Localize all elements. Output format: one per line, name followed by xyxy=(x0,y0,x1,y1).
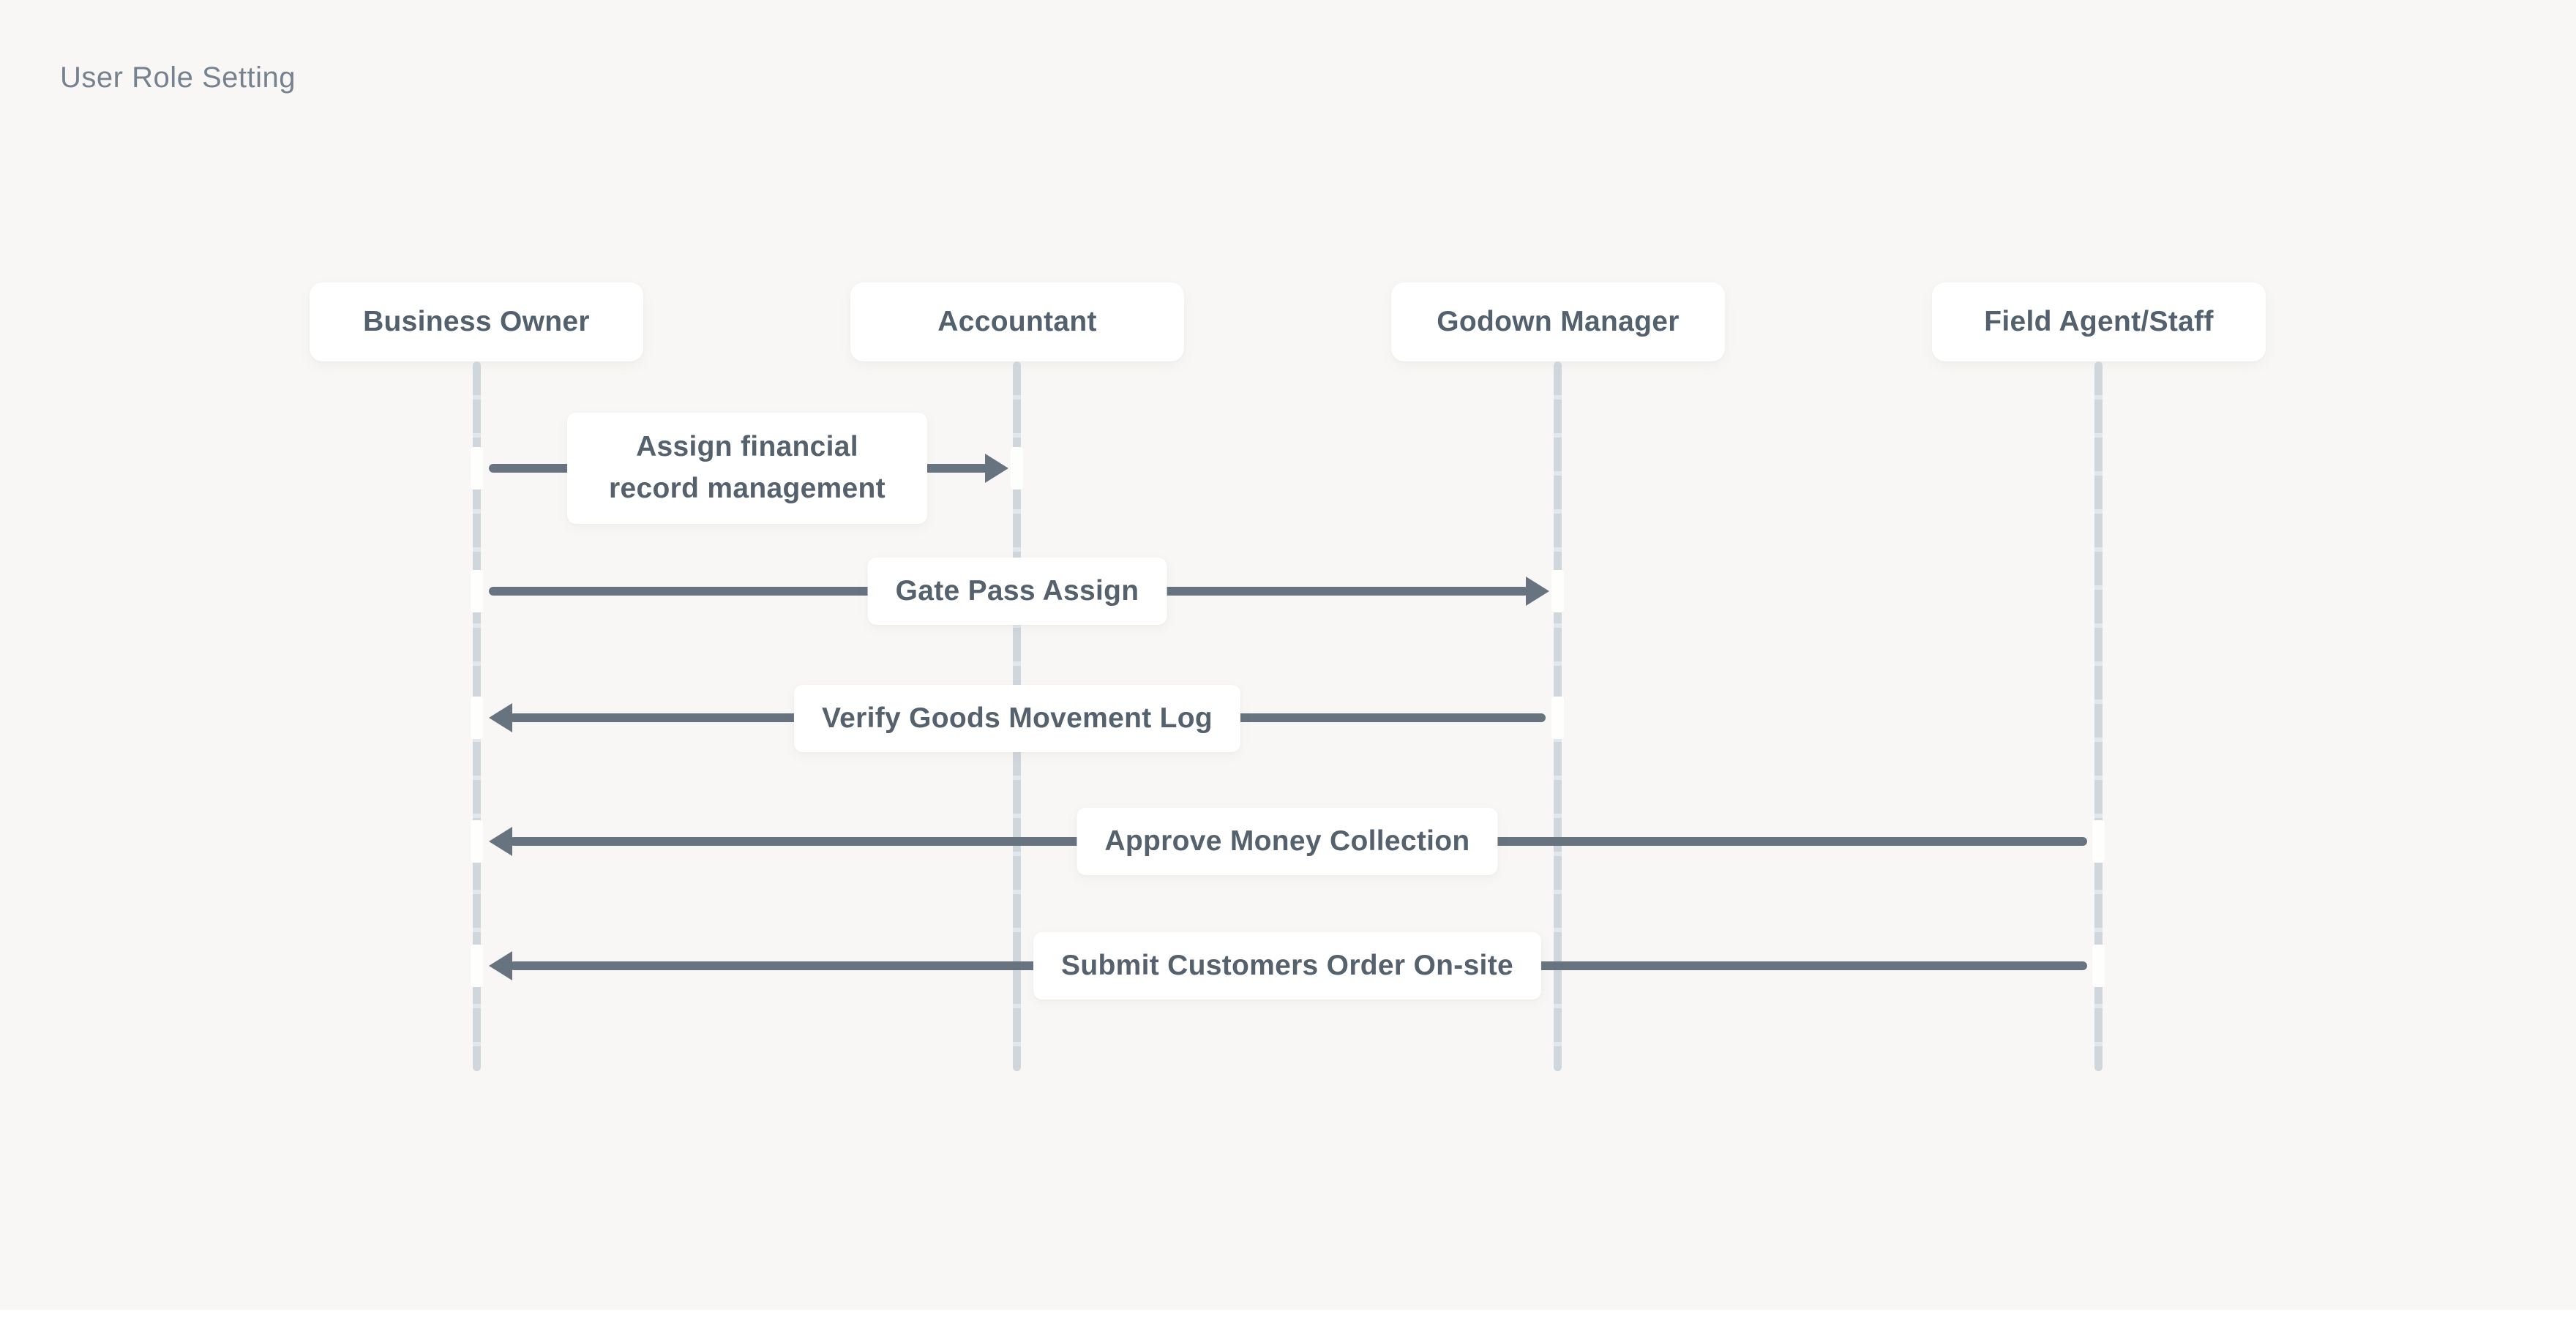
actor-field-agent-staff[interactable]: Field Agent/Staff xyxy=(1932,282,2266,361)
lifeline-gap xyxy=(471,697,483,739)
lifeline-gap xyxy=(471,820,483,863)
message-label[interactable]: Submit Customers Order On-site xyxy=(1033,932,1541,999)
arrowhead-right-icon xyxy=(1526,577,1549,606)
page-title: User Role Setting xyxy=(60,61,296,94)
message-label[interactable]: Verify Goods Movement Log xyxy=(793,685,1241,752)
lifeline-gap xyxy=(471,447,483,489)
lifeline-gap xyxy=(1551,697,1564,739)
message-label[interactable]: Gate Pass Assign xyxy=(867,558,1167,625)
message-label[interactable]: Assign financial record management xyxy=(567,413,927,524)
lifeline-field-agent-staff xyxy=(2094,361,2103,1071)
arrowhead-left-icon xyxy=(489,827,512,856)
arrowhead-right-icon xyxy=(985,454,1008,483)
actor-label: Field Agent/Staff xyxy=(1984,306,2214,337)
actor-label: Business Owner xyxy=(363,306,590,337)
arrowhead-left-icon xyxy=(489,951,512,980)
actor-business-owner[interactable]: Business Owner xyxy=(310,282,643,361)
actor-accountant[interactable]: Accountant xyxy=(850,282,1184,361)
lifeline-gap xyxy=(471,945,483,987)
lifeline-gap xyxy=(2092,945,2105,987)
window-bottom-edge xyxy=(0,1310,2576,1317)
message-label[interactable]: Approve Money Collection xyxy=(1077,808,1498,875)
actor-label: Godown Manager xyxy=(1437,306,1680,337)
lifeline-gap xyxy=(471,570,483,612)
lifeline-gap xyxy=(1551,570,1564,612)
lifeline-gap xyxy=(2092,820,2105,863)
arrowhead-left-icon xyxy=(489,703,512,732)
lifeline-gap xyxy=(1011,447,1023,489)
actor-godown-manager[interactable]: Godown Manager xyxy=(1391,282,1725,361)
actor-label: Accountant xyxy=(937,306,1097,337)
